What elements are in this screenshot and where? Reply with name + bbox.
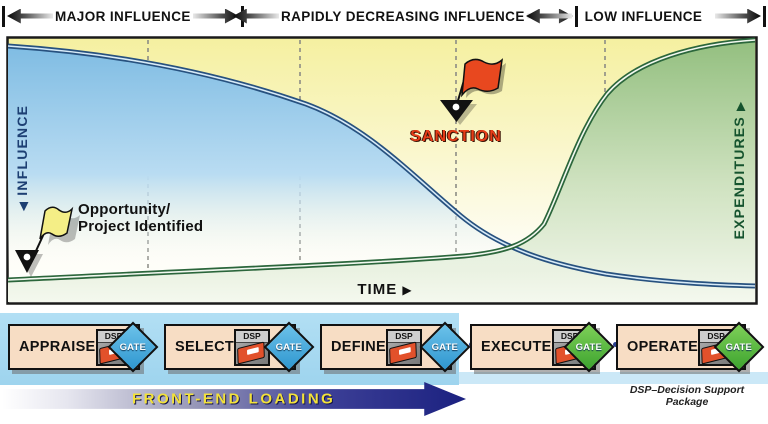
- divider-bar: [763, 5, 766, 27]
- expenditures-axis-label: EXPENDITURES ▶: [731, 75, 751, 265]
- phase-box-define[interactable]: DEFINE DSP GATE: [320, 321, 471, 373]
- gate-label: GATE: [119, 341, 147, 353]
- phase-label: OPERATE: [627, 339, 699, 355]
- dsp-folder-icon: [237, 340, 265, 365]
- right-baseline-strip: [459, 372, 768, 384]
- influence-down-arrow-icon: ◀: [16, 200, 30, 212]
- phase-influence-label: LOW INFLUENCE: [584, 8, 703, 24]
- dsp-label: DSP: [236, 330, 268, 343]
- expenditures-curve: [7, 37, 756, 283]
- influence-area: [8, 46, 755, 302]
- dsp-package-icon: DSP: [386, 328, 422, 366]
- expenditures-area: [8, 40, 755, 302]
- arrow-left-icon: [526, 8, 572, 24]
- time-right-arrow-icon: ▶: [402, 283, 413, 297]
- divider-bar: [2, 5, 5, 27]
- dsp-definition-note: DSP–Decision Support Package: [629, 384, 745, 408]
- header-segment-low: LOW INFLUENCE: [524, 4, 766, 28]
- divider-bar: [574, 5, 578, 27]
- expenditures-up-arrow-icon: ▶: [733, 100, 747, 112]
- phase-box-execute[interactable]: EXECUTE DSP GATE: [470, 321, 615, 373]
- phase-label: APPRAISE: [19, 339, 96, 355]
- expenditures-axis-text: EXPENDITURES: [731, 116, 747, 240]
- front-end-loading-arrow: FRONT-END LOADING: [2, 382, 466, 416]
- opportunity-line2: Project Identified: [78, 218, 204, 235]
- opportunity-line1: Opportunity/: [78, 201, 171, 218]
- phase-box-select[interactable]: SELECT DSP GATE: [164, 321, 315, 373]
- gate-diamond-define[interactable]: GATE: [419, 321, 471, 373]
- phase-label: SELECT: [175, 339, 234, 355]
- influence-axis-label: ◀ INFLUENCE: [14, 63, 34, 253]
- opportunity-annotation: Opportunity/ Project Identified: [78, 201, 203, 235]
- gate-label: GATE: [575, 341, 603, 353]
- gate-label: GATE: [431, 341, 459, 353]
- header-segment-major: MAJOR INFLUENCE: [2, 4, 244, 28]
- arrow-left-icon: [7, 8, 53, 24]
- opportunity-flag-icon: [15, 206, 80, 277]
- phase-influence-label: RAPIDLY DECREASING INFLUENCE: [281, 8, 525, 24]
- arrow-right-icon: [715, 8, 761, 24]
- dsp-label: DSP: [388, 330, 420, 343]
- sanction-flag-icon: [440, 58, 506, 125]
- influence-axis-text: INFLUENCE: [14, 104, 30, 196]
- dsp-folder-icon: [389, 340, 417, 365]
- gate-label: GATE: [725, 341, 753, 353]
- time-axis-text: TIME: [357, 281, 398, 298]
- phase-label: EXECUTE: [481, 339, 552, 355]
- front-end-loading-label: FRONT-END LOADING: [132, 390, 336, 408]
- gate-label: GATE: [275, 341, 303, 353]
- phase-box-operate[interactable]: OPERATE DSP GATE: [616, 321, 765, 373]
- sanction-annotation: SANCTION: [410, 128, 502, 145]
- influence-curve: [7, 43, 756, 289]
- influence-expenditure-chart: [6, 36, 758, 305]
- phase-label: DEFINE: [331, 339, 386, 355]
- arrow-left-icon: [233, 8, 279, 24]
- phase-box-appraise[interactable]: APPRAISE DSP GATE: [8, 321, 159, 373]
- header-segment-decreasing: RAPIDLY DECREASING INFLUENCE: [231, 4, 578, 28]
- time-axis-label: TIME ▶: [330, 281, 440, 298]
- phase-influence-label: MAJOR INFLUENCE: [55, 8, 191, 24]
